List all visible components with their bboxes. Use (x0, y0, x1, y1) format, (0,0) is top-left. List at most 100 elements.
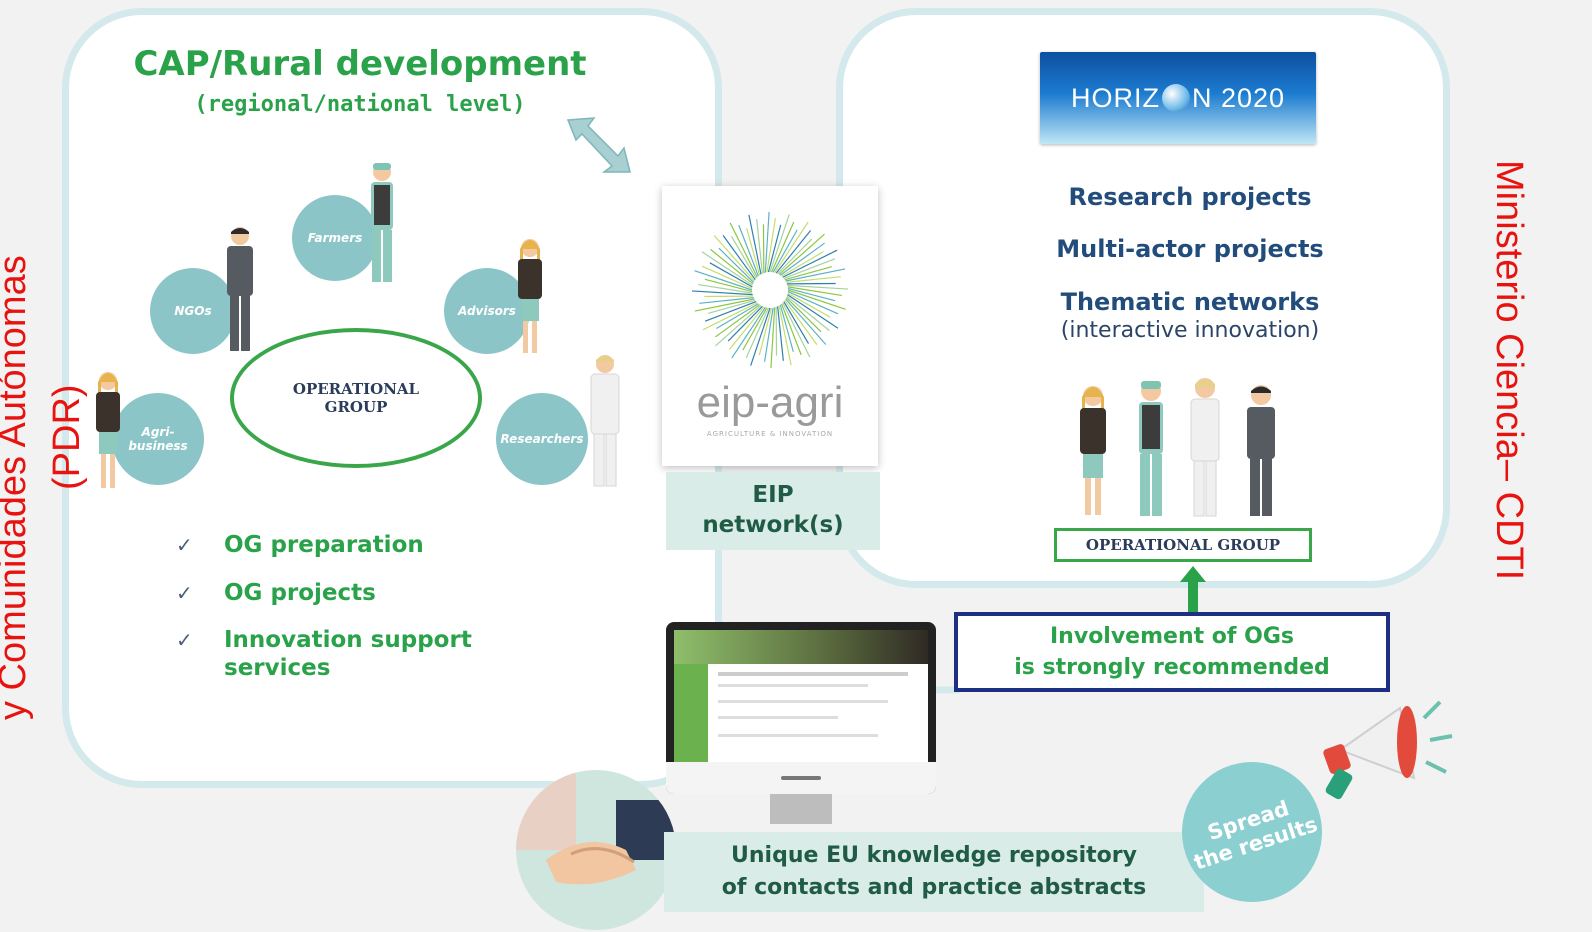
operational-group-bar: OPERATIONAL GROUP (1054, 528, 1312, 562)
left-vertical-sub-label: (PDR) (46, 384, 89, 490)
team-woman-figure (1080, 386, 1106, 515)
actor-label: Researchers (500, 432, 584, 446)
burst-ray (715, 304, 761, 338)
involvement-line-1: Involvement of OGs (1050, 624, 1294, 649)
computer-monitor (666, 622, 936, 794)
left-vertical-label: y Comunidades Autónomas (0, 255, 35, 720)
eip-network-box: EIP network(s) (666, 472, 880, 550)
actor-bubble-researchers: Researchers (496, 393, 588, 485)
burst-ray (774, 221, 809, 273)
burst-ray (769, 214, 790, 273)
multi-actor-projects-label: Multi-actor projects (1056, 235, 1324, 263)
interactive-innovation-note: (interactive innovation) (1060, 318, 1320, 343)
thematic-networks-label: Thematic networks (1060, 288, 1320, 316)
checkmark-icon: ✓ (176, 533, 193, 557)
burst-ray (708, 299, 756, 314)
knowledge-repository-box: Unique EU knowledge repository of contac… (664, 832, 1204, 912)
burst-ray (782, 302, 811, 358)
burst-ray (729, 222, 758, 278)
burst-ray (787, 289, 846, 310)
burst-ray (763, 307, 774, 362)
burst-ray (778, 233, 825, 275)
checklist-item-label: OG preparation (224, 532, 424, 558)
burst-ray (767, 224, 782, 273)
checklist-item-label: Innovation support services (224, 627, 472, 681)
burst-ray (758, 307, 773, 356)
burst-ray (745, 307, 769, 359)
left-vertical-sub-text: (PDR) (46, 384, 88, 490)
repository-line-1: Unique EU knowledge repository (731, 843, 1137, 868)
eip-agri-tagline: AGRICULTURE & INNOVATION (706, 430, 834, 438)
burst-ray (785, 298, 827, 345)
burst-ray (771, 221, 795, 273)
team-researcher-figure (1190, 378, 1220, 517)
checkmark-icon: ✓ (176, 628, 193, 652)
burst-ray (710, 248, 754, 285)
researcher-figure (590, 355, 620, 487)
burst-ray (786, 295, 830, 332)
burst-ray (691, 290, 753, 296)
up-arrow-icon (1180, 566, 1206, 614)
involvement-box: Involvement of OGs is strongly recommend… (954, 612, 1390, 692)
actor-bubble-farmers: Farmers (292, 195, 378, 281)
screen-line (718, 684, 868, 687)
eip-agri-logo-card: eip-agri AGRICULTURE & INNOVATION (662, 186, 878, 466)
burst-ray (756, 219, 763, 274)
burst-ray (777, 306, 784, 361)
burst-ray (781, 250, 824, 277)
burst-ray (704, 278, 753, 293)
burst-ray (779, 242, 825, 276)
research-projects-label: Research projects (1068, 183, 1312, 211)
burst-ray (785, 297, 822, 333)
burst-ray (781, 303, 802, 356)
burst-center (756, 276, 784, 304)
burst-ray (728, 306, 765, 350)
left-panel-subtitle: (regional/national level) (194, 92, 526, 117)
screen-line (718, 672, 908, 676)
burst-ray (787, 287, 836, 302)
left-double-arrow-icon (566, 117, 631, 173)
burst-ray (782, 249, 838, 278)
ngo-figure (227, 227, 253, 351)
megaphone-icon (1323, 700, 1453, 800)
burst-ray (709, 262, 753, 288)
checkmark-icon: ✓ (176, 581, 193, 605)
handshake-icon (516, 770, 676, 885)
right-vertical-text: Ministerio Ciencia– CDTI (1488, 160, 1530, 581)
team-farmer-figure (1139, 381, 1163, 516)
burst-ray (772, 229, 798, 273)
actor-bubble-advisors: Advisors (444, 268, 530, 354)
actor-label: Agri- business (128, 425, 188, 453)
burst-ray (786, 276, 841, 283)
burst-ray (701, 265, 753, 289)
screen-line (718, 700, 888, 703)
burst-ray (702, 302, 758, 331)
team-businessman-figure (1247, 385, 1275, 516)
globe-icon (1161, 84, 1190, 112)
burst-ray (731, 307, 766, 359)
horizon-logo-text-left: HORIZ (1070, 82, 1160, 113)
burst-ray (770, 307, 776, 369)
screen-sidebar (674, 664, 708, 762)
eip-agri-burst-icon (691, 211, 849, 369)
burst-ray (746, 228, 761, 276)
actor-bubble-ngos: NGOs (150, 268, 236, 354)
burst-ray (777, 238, 813, 275)
burst-ray (694, 270, 753, 291)
burst-ray (764, 211, 770, 273)
burst-ray (783, 258, 836, 279)
business-woman-figure (96, 372, 120, 488)
burst-ray (787, 291, 839, 315)
monitor-screen (674, 630, 928, 762)
checklist-item: ✓ Innovation support services (176, 626, 556, 682)
burst-ray (785, 268, 846, 282)
eip-agri-logo-text: eip-agri (696, 378, 844, 427)
burst-ray (748, 214, 762, 275)
involvement-line-2: is strongly recommended (1014, 655, 1330, 680)
burst-ray (713, 235, 755, 282)
right-vertical-label: Ministerio Ciencia– CDTI (1487, 160, 1530, 580)
repository-line-2: of contacts and practice abstracts (721, 875, 1147, 900)
burst-ray (787, 294, 839, 329)
burst-ray (722, 235, 756, 281)
